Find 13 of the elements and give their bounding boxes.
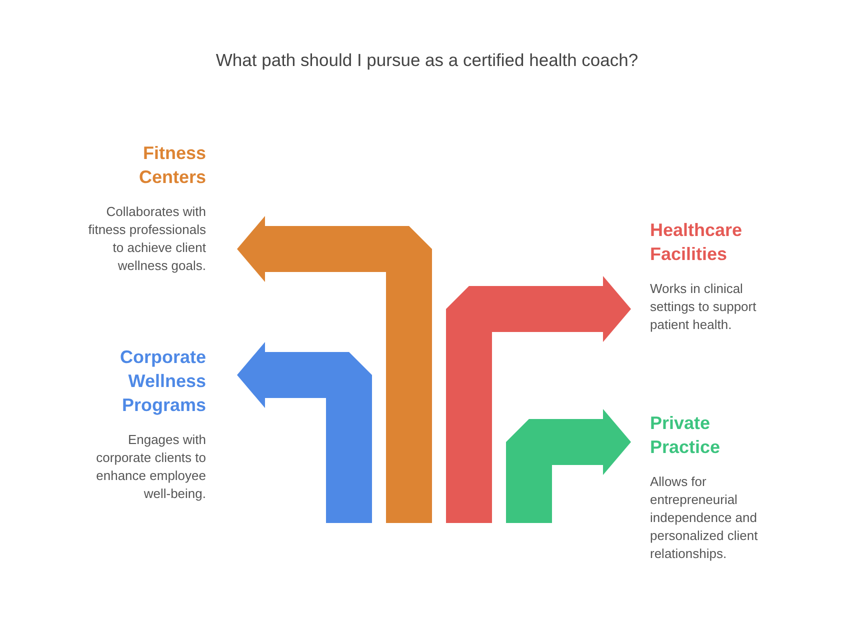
description-text: Collaborates with fitness professionals to achieve client wellness goals.	[87, 203, 206, 275]
description-text: Allows for entrepreneurial independence and personalized client relationships.	[650, 473, 759, 563]
description-text: Works in clinical settings to support patient health.	[650, 280, 758, 334]
heading-text: Fitness Centers	[138, 142, 206, 189]
heading-text: Private Practice	[650, 412, 722, 459]
bent-arrow	[506, 409, 631, 523]
description-text: Engages with corporate clients to enhance employee well-being.	[95, 431, 206, 503]
title-text: What path should I pursue as a certified health coach?	[214, 50, 640, 71]
heading-text: Healthcare Facilities	[650, 219, 740, 266]
bent-arrow	[237, 342, 372, 523]
bent-arrow	[237, 216, 432, 523]
heading-text: Corporate Wellness Programs	[118, 346, 206, 417]
bent-arrow	[446, 276, 631, 523]
